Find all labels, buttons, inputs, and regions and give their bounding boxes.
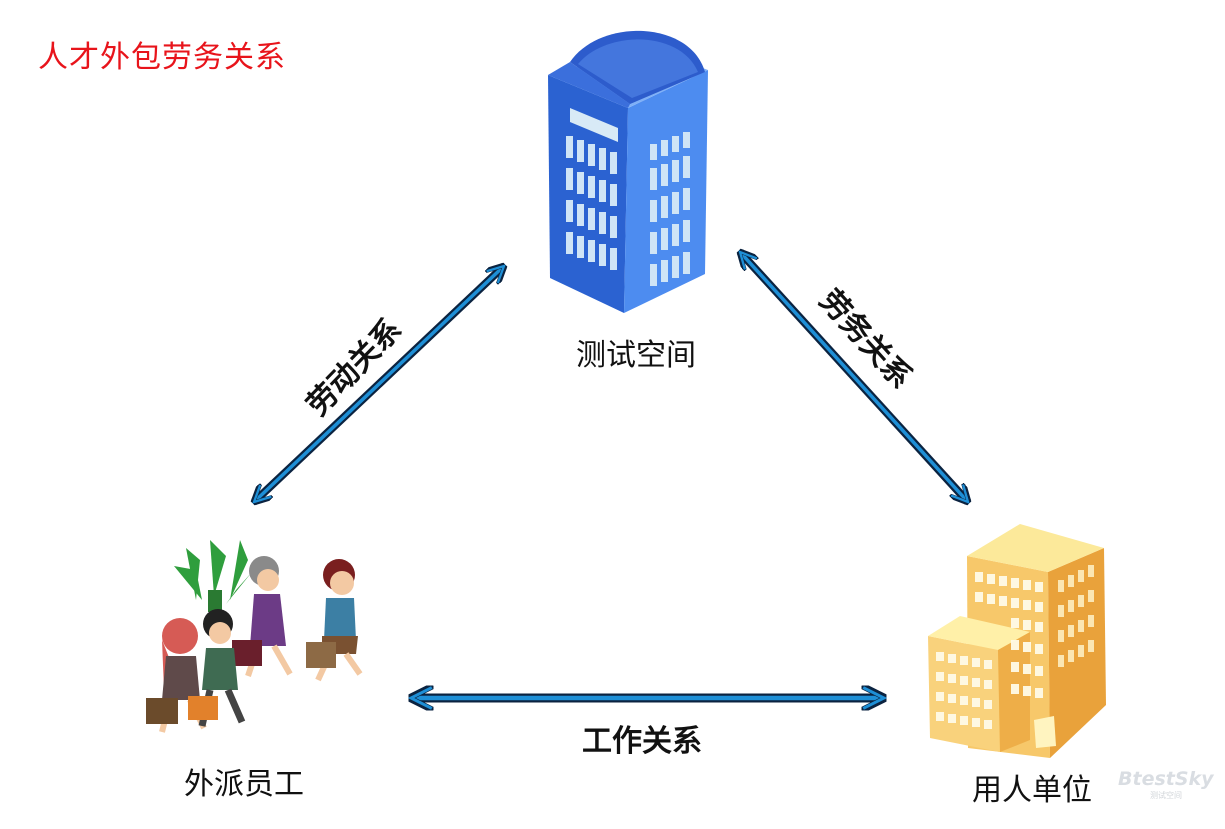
- outsourced-staff-group-icon: [146, 540, 363, 733]
- watermark-subtext: 测试空间: [1150, 791, 1182, 800]
- relation-label-work: 工作关系: [582, 724, 702, 759]
- labor-relation-arrow: [254, 266, 504, 502]
- diagram-title: 人才外包劳务关系: [38, 40, 286, 75]
- node-label-testing-space: 测试空间: [576, 338, 696, 373]
- service-relation-arrow: [740, 252, 968, 502]
- node-label-employer: 用人单位: [972, 773, 1092, 808]
- node-label-outsourced-staff: 外派员工: [184, 767, 304, 802]
- yellow-office-building-icon: [928, 524, 1106, 758]
- blue-office-building-icon: [548, 30, 708, 313]
- watermark-logo: BtestSky: [1118, 768, 1214, 790]
